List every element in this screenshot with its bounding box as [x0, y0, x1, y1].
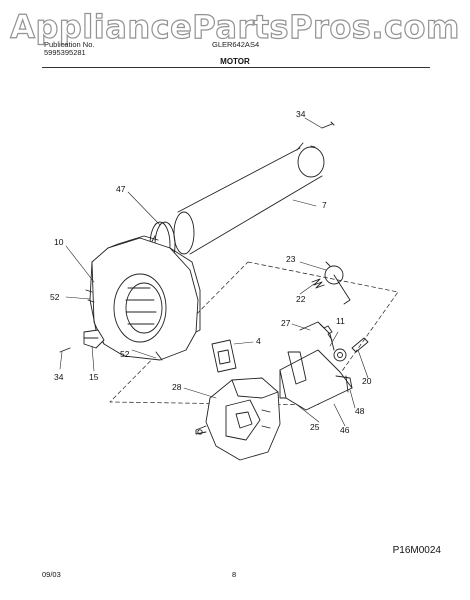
callout-11: 11 — [336, 316, 345, 326]
exhaust-duct — [173, 142, 325, 255]
footer-date: 09/03 — [42, 570, 61, 579]
switch-assembly — [324, 261, 351, 305]
callout-22: 22 — [296, 294, 306, 304]
diagram-code: P16M0024 — [392, 545, 441, 556]
leader-lines — [59, 117, 369, 427]
publication-number: 5995395281 — [44, 48, 86, 57]
callout-28: 28 — [172, 382, 182, 392]
callout-34-top: 34 — [296, 109, 306, 119]
callout-34-lower: 34 — [54, 372, 64, 382]
callout-10: 10 — [54, 237, 64, 247]
callout-23: 23 — [286, 254, 296, 264]
watermark-logo: AppliancePartsPros.com — [10, 7, 460, 46]
callout-7: 7 — [322, 200, 327, 210]
callout-52-lower: 52 — [120, 349, 130, 359]
screw-lower-left — [59, 347, 71, 353]
callout-4: 4 — [256, 336, 261, 346]
motor-mount-base — [279, 349, 353, 411]
screw-top — [321, 121, 335, 129]
callout-27: 27 — [281, 318, 291, 328]
footer-page-number: 8 — [232, 570, 237, 579]
header-divider — [42, 67, 430, 68]
mounting-bracket — [211, 339, 237, 373]
bolt-part — [351, 337, 369, 353]
callout-48: 48 — [355, 406, 365, 416]
drive-motor — [195, 377, 281, 461]
model-number: GLER642AS4 — [212, 40, 260, 49]
callout-15: 15 — [89, 372, 99, 382]
section-title: MOTOR — [220, 57, 250, 66]
callout-47: 47 — [116, 184, 126, 194]
callout-labels: 34 47 7 10 52 23 22 27 11 4 52 34 15 28 … — [50, 109, 372, 435]
blower-housing — [85, 235, 201, 361]
publication-label: Publication No. — [44, 40, 95, 49]
thermostat-part — [83, 329, 105, 349]
spring-part — [311, 278, 325, 289]
callout-46: 46 — [340, 425, 350, 435]
base-plane-outline — [109, 261, 399, 406]
callout-52-upper: 52 — [50, 292, 60, 302]
callout-20: 20 — [362, 376, 372, 386]
callout-25: 25 — [310, 422, 320, 432]
